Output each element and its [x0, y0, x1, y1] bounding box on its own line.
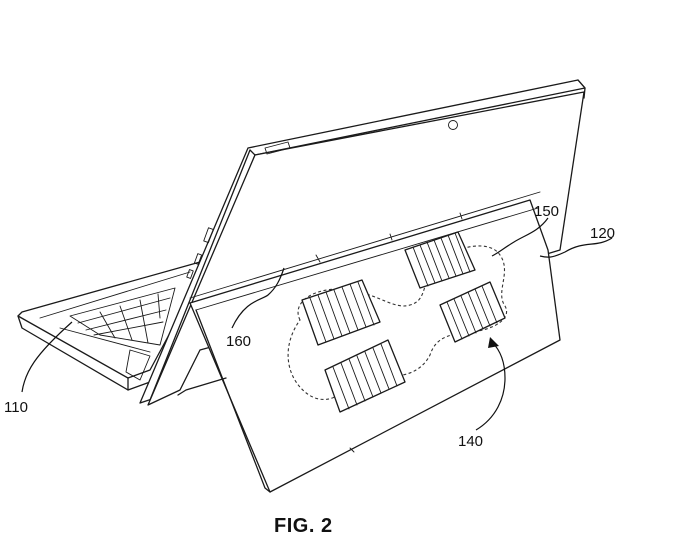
keyboard-keys: [69, 287, 176, 346]
label-150: 150: [534, 203, 559, 220]
label-160: 160: [226, 333, 251, 350]
vent-grille-lower-left: [324, 339, 406, 413]
label-120: 120: [590, 225, 615, 242]
vent-grille-upper-right: [404, 231, 476, 289]
label-140: 140: [458, 433, 483, 450]
figure-caption: FIG. 2: [274, 515, 333, 537]
leader-120: [539, 237, 613, 258]
leader-110: [21, 321, 73, 393]
leader-160: [231, 267, 285, 329]
label-110: 110: [4, 399, 28, 416]
camera-icon: [448, 120, 458, 130]
vent-grille-lower-right: [439, 281, 506, 343]
leader-150: [491, 217, 549, 257]
vent-grille-upper-left: [301, 279, 381, 346]
arrowhead-140: [488, 337, 499, 348]
leader-140: [475, 341, 506, 431]
keyboard-base: [17, 261, 207, 391]
